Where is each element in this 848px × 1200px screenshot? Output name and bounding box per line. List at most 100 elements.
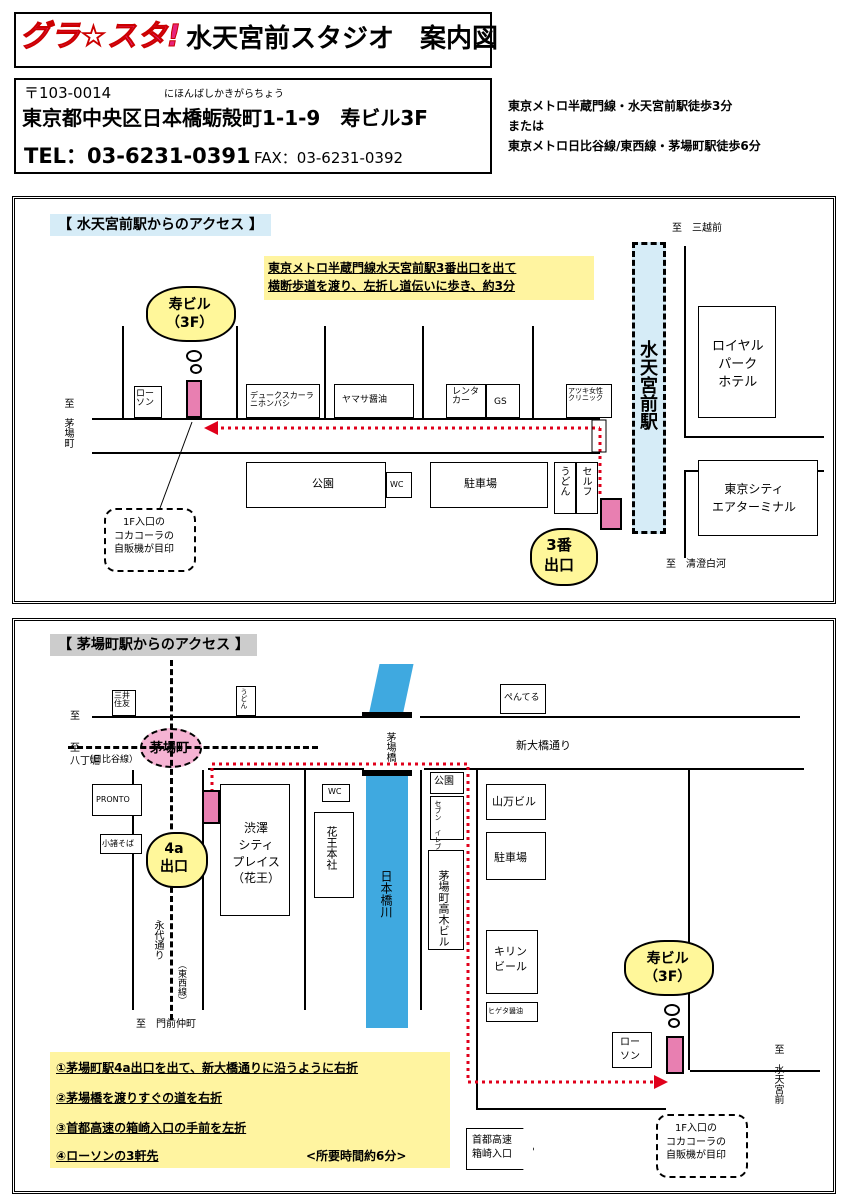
access-line-2: または [508, 119, 545, 133]
map2-to-hatchobori: 至 八丁堀 [70, 743, 100, 767]
page-title: 水天宮前スタジオ 案内図 [186, 24, 499, 54]
map2-kirin-label: キリン ビール [494, 945, 527, 974]
map2-wc-label: WC [328, 787, 342, 796]
fax-number: FAX：03-6231-0392 [254, 149, 404, 167]
map2-park-label: 公園 [434, 776, 454, 787]
map2-road-eitai-right [202, 770, 204, 1010]
suitengumae-station [632, 242, 666, 534]
map1-wc-label: WC [390, 480, 404, 489]
map2-building-callout-text: 寿ビル （3F） [644, 951, 692, 986]
shin-ohashi-label: 新大橋通り [516, 739, 571, 752]
map1-road-cross-c [324, 326, 326, 418]
map2-road-river-right [420, 770, 422, 1010]
address-box [14, 78, 492, 174]
map1-tcat-label: 東京シティ エアターミナル [712, 482, 797, 514]
map1-kotobuki-building [186, 380, 202, 418]
map1-tcat [698, 460, 818, 536]
map2-takagi-label: 茅場町高木ビル [437, 870, 450, 947]
map1-parking [430, 462, 548, 508]
map2-mitsui-label: 三井 住友 [114, 691, 130, 708]
map2-travel-time: <所要時間約6分> [306, 1149, 407, 1163]
map1-road-right-lower [684, 470, 686, 558]
map2-callout-bubble-1 [664, 1004, 680, 1016]
map2-parking [486, 832, 546, 880]
kayababashi-bridge-lower [362, 770, 412, 776]
map2-parking-label: 駐車場 [494, 851, 527, 864]
map1-road-cross-e [532, 326, 534, 418]
map1-to-kayabacho: 至 茅場町 [62, 398, 73, 448]
map1-gs [486, 384, 520, 418]
map2-title: 【 茅場町駅からのアクセス 】 [50, 634, 258, 656]
map2-shibusawa-label: 渋澤 シティ プレイス （花王） [232, 821, 281, 886]
map2-route-arrowhead [654, 1075, 668, 1089]
map2-exit4a-callout [146, 832, 208, 888]
map1-road-lower [92, 452, 600, 454]
kayababashi-bridge [362, 712, 412, 718]
map2-note [656, 1114, 748, 1178]
map2-road-river-left [304, 770, 306, 1010]
map1-road-right-h [684, 436, 824, 438]
map1-to-kiyosumi: 至 清澄白河 [666, 559, 726, 570]
hibiya-line [68, 746, 318, 749]
map2-to-monzen: 至 門前仲町 [136, 1019, 196, 1030]
map2-to-suitengu: 至 水天宮前 [772, 1044, 783, 1104]
map2-mitsui [112, 690, 136, 716]
map2-exit4a-arrow [202, 790, 220, 824]
map2-building-callout [624, 940, 714, 996]
map2-road-top [92, 716, 362, 718]
map2-kozusai-label: 小諸そば [102, 839, 134, 848]
map2-step-2: ②茅場橋を渡りすぐの道を右折 [56, 1091, 223, 1105]
map2-pentel [500, 684, 546, 714]
map2-higeta [486, 1002, 538, 1022]
map1-parking-label: 駐車場 [464, 477, 497, 490]
map2-udon [236, 686, 256, 716]
map2-pronto [92, 784, 142, 816]
map1-yamasa-label: ヤマサ醤油 [342, 395, 388, 405]
map2-higeta-label: ヒゲタ醤油 [488, 1007, 523, 1015]
map1-royal-park-label: ロイヤル パーク ホテル [712, 339, 764, 391]
map1-park [246, 462, 386, 508]
map2-udon-label: うどん [240, 688, 248, 709]
map1-note-text: 1F入口の コカコーラの 自販機が目印 [114, 517, 174, 555]
map2-exit4a-text: 4a 出口 [160, 841, 188, 876]
map1-yamasa [334, 384, 414, 418]
map1-directions-line2: 横断歩道を渡り、左折し道伝いに歩き、約3分 [268, 279, 516, 293]
nihonbashi-river [366, 770, 408, 1028]
map1-royal-park [698, 306, 776, 418]
map1-clinic [566, 384, 612, 418]
map1-self-label: セルフ [580, 466, 591, 496]
map2-kozusai [100, 834, 142, 854]
map1-callout-bubble-2 [190, 364, 202, 374]
map2-kao-label: 花王本社 [325, 826, 338, 870]
map1-lawson [134, 386, 162, 418]
map2-road-east-h [476, 1108, 666, 1110]
map1-gs-label: GS [494, 397, 507, 407]
map1-callout-bubble-1 [186, 350, 202, 362]
map2-road-mid [208, 768, 364, 770]
map1-self [576, 462, 598, 514]
map2-seven [430, 796, 464, 840]
map2-note-text: 1F入口の コカコーラの 自販機が目印 [666, 1123, 726, 1161]
map2-road-east2 [688, 770, 690, 1070]
map1-building-callout-text: 寿ビル （3F） [166, 297, 214, 332]
map1-rental [446, 384, 486, 418]
expressway-sign [466, 1128, 534, 1170]
eitai-label: 永代通り [152, 920, 163, 960]
map1-lawson-label: ロー ソン [136, 389, 155, 408]
map2-lawson [612, 1032, 652, 1068]
map1-udon [554, 462, 576, 514]
map2-steps-box [50, 1052, 450, 1168]
map2-yamaman [486, 784, 546, 820]
map1-directions-line1: 東京メトロ半蔵門線水天宮前駅3番出口を出て [268, 261, 517, 275]
map2-park [430, 772, 464, 794]
map1-road-cross-a [122, 326, 124, 418]
map2-road-mid-right [424, 768, 804, 770]
hibiya-line-label: （日比谷線） [84, 755, 139, 765]
postal-code: 〒103-0014 [24, 84, 112, 102]
suitengumae-station-label: 水天宮前駅 [637, 340, 658, 430]
map1-road-upper [92, 418, 600, 420]
map2-lawson-label: ロー ソン [620, 1037, 640, 1062]
